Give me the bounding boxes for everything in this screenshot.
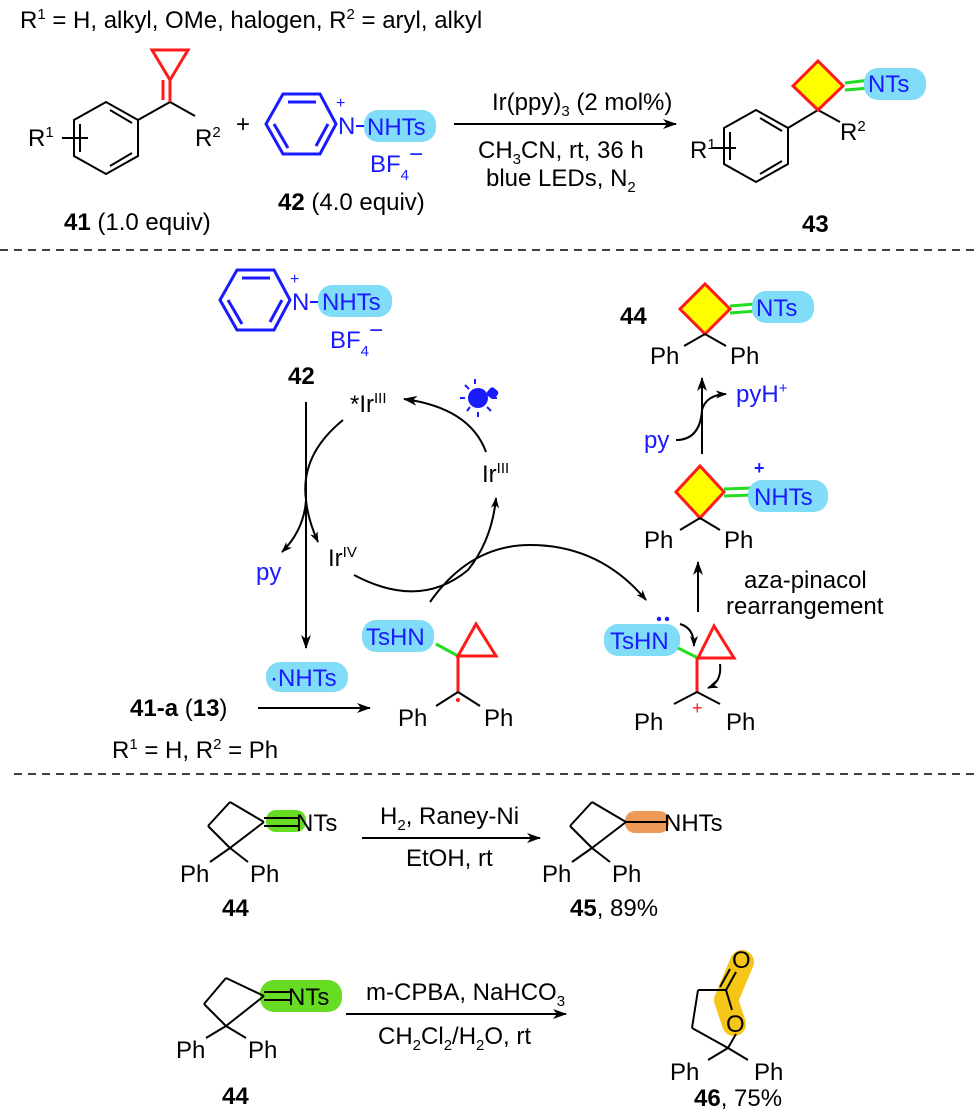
light-condition: blue LEDs, N2 <box>486 165 636 196</box>
r1-label: R1 <box>28 124 54 152</box>
ph-left-reduction: Ph <box>180 861 209 888</box>
lone-pair-dot <box>664 616 670 622</box>
pyridine-byproduct: py <box>256 559 281 586</box>
catalyst-condition: Ir(ppy)3 (2 mol%) <box>492 89 672 120</box>
ir-ground-state: IrIII <box>482 460 509 488</box>
reduction-arrow: H2, Raney-Ni EtOH, rt <box>362 803 541 872</box>
counterion-mech: BF4− <box>330 317 383 360</box>
r1-label-product: R1 <box>690 136 716 164</box>
tshn-group-radical: TsHN <box>366 624 425 651</box>
iminium-charge: + <box>754 458 765 478</box>
compound-46-label: 46, 75% <box>694 1085 782 1112</box>
ph-left-oxidation: Ph <box>176 1037 205 1064</box>
ir-excited-state: *IrIII <box>350 390 387 418</box>
substituent-scope: R1 = H, alkyl, OMe, halogen, R2 = aryl, … <box>20 6 482 34</box>
solvent-condition: CH3CN, rt, 36 h <box>478 137 644 168</box>
arrow-proton-transfer <box>675 390 727 441</box>
ring-oxygen: O <box>726 1011 745 1038</box>
nts-group-44: NTs <box>756 295 797 322</box>
compound-46: O O Ph Ph 46, 75% <box>670 947 783 1112</box>
compound-45-label: 45, 89% <box>570 895 658 922</box>
pyridinium-charge: + <box>336 95 345 112</box>
radical-dot <box>456 698 460 702</box>
pyridine-base: py <box>644 427 669 454</box>
pyridinium-charge-mech: + <box>290 271 299 288</box>
arrow-radical-to-cation <box>429 543 647 603</box>
rearrangement-label-line2: rearrangement <box>726 593 884 620</box>
oxidation-condition-below: CH2Cl2/H2O, rt <box>378 1023 531 1054</box>
compound-43-label: 43 <box>802 211 829 238</box>
compound-45: NHTs Ph Ph 45, 89% <box>542 801 723 922</box>
ph-left-44: Ph <box>650 343 679 370</box>
nts-group-reduction: NTs <box>296 810 337 837</box>
radical-addition-step: ·NHTs 41-a (13) R1 = H, R2 = Ph <box>112 662 371 764</box>
ph-right-radical: Ph <box>484 705 513 732</box>
pyridinium-nitrogen: N <box>338 113 355 140</box>
ph-right-44: Ph <box>730 343 759 370</box>
ph-left-cation: Ph <box>634 709 663 736</box>
ph-right-45: Ph <box>612 861 641 888</box>
compound-43: R1 R2 NTs 43 <box>690 58 926 238</box>
ph-left-rearranged: Ph <box>644 527 673 554</box>
compound-44-label-oxidation: 44 <box>222 1083 249 1110</box>
ph-left-46: Ph <box>670 1059 699 1086</box>
cation-intermediate: TsHN + Ph Ph <box>604 616 755 736</box>
carbocation-charge: + <box>692 698 703 718</box>
r2-label: R2 <box>195 124 221 152</box>
light-bulb-icon <box>460 379 499 417</box>
nhts-group: NHTs <box>367 114 426 141</box>
reaction-arrow-1: Ir(ppy)3 (2 mol%) CH3CN, rt, 36 h blue L… <box>454 89 677 196</box>
radical-intermediate: TsHN Ph Ph <box>362 620 513 732</box>
counterion: BF4− <box>370 141 423 184</box>
compound-41a-label: 41-a (13) <box>130 695 227 722</box>
ph-left-45: Ph <box>542 861 571 888</box>
nhts-group-cation: NHTs <box>754 484 813 511</box>
ph-right-rearranged: Ph <box>724 527 753 554</box>
photocatalytic-cycle: *IrIII IrIII IrIV py <box>256 390 647 603</box>
tshn-group-cation: TsHN <box>610 628 669 655</box>
mechanism-42-label: 42 <box>288 363 315 390</box>
lone-pair-dot <box>656 616 662 622</box>
ph-right-46: Ph <box>754 1059 783 1086</box>
oxidation-substrate-44: NTs Ph Ph 44 <box>176 977 342 1110</box>
ph-right-cation: Ph <box>726 709 755 736</box>
pyridinium-nitrogen-mech: N <box>292 289 309 316</box>
ir-oxidized-state: IrIV <box>328 544 357 572</box>
carbonyl-oxygen: O <box>732 947 751 974</box>
reduction-condition-above: H2, Raney-Ni <box>380 803 519 834</box>
reduction-condition-below: EtOH, rt <box>406 845 493 872</box>
nhts-group-45: NHTs <box>664 810 723 837</box>
plus-sign: + <box>236 111 250 138</box>
rearrangement-label-line1: aza-pinacol <box>744 567 867 594</box>
nhts-group-mech: NHTs <box>322 289 381 316</box>
compound-42-label: 42 (4.0 equiv) <box>278 189 425 216</box>
pyridinium-byproduct: pyH+ <box>736 380 788 408</box>
compound-44-label-reduction: 44 <box>222 895 249 922</box>
oxidation-condition-above: m-CPBA, NaHCO3 <box>366 979 565 1010</box>
compound-44-mechanism: 44 NTs Ph Ph <box>620 281 814 370</box>
mechanism-reagent-42: + N NHTs BF4− 42 <box>218 268 392 390</box>
compound-41-label: 41 (1.0 equiv) <box>64 209 211 236</box>
ph-right-reduction: Ph <box>250 861 279 888</box>
nhts-radical: ·NHTs <box>270 665 337 692</box>
oxidation-arrow: m-CPBA, NaHCO3 CH2Cl2/H2O, rt <box>346 979 567 1054</box>
ph-left-radical: Ph <box>398 705 427 732</box>
nts-group: NTs <box>868 71 909 98</box>
r2-label-product: R2 <box>840 118 866 146</box>
compound-41: R1 R2 41 (1.0 equiv) <box>28 48 221 236</box>
compound-44-label: 44 <box>620 303 647 330</box>
ph-right-oxidation: Ph <box>248 1037 277 1064</box>
rearranged-cation: + NHTs Ph Ph <box>644 458 828 554</box>
compound-41a-definition: R1 = H, R2 = Ph <box>112 736 278 764</box>
reduction-substrate-44: NTs Ph Ph 44 <box>180 801 337 922</box>
nts-group-oxidation: NTs <box>288 984 329 1011</box>
compound-42: + N NHTs BF4− 42 (4.0 equiv) <box>264 92 436 216</box>
